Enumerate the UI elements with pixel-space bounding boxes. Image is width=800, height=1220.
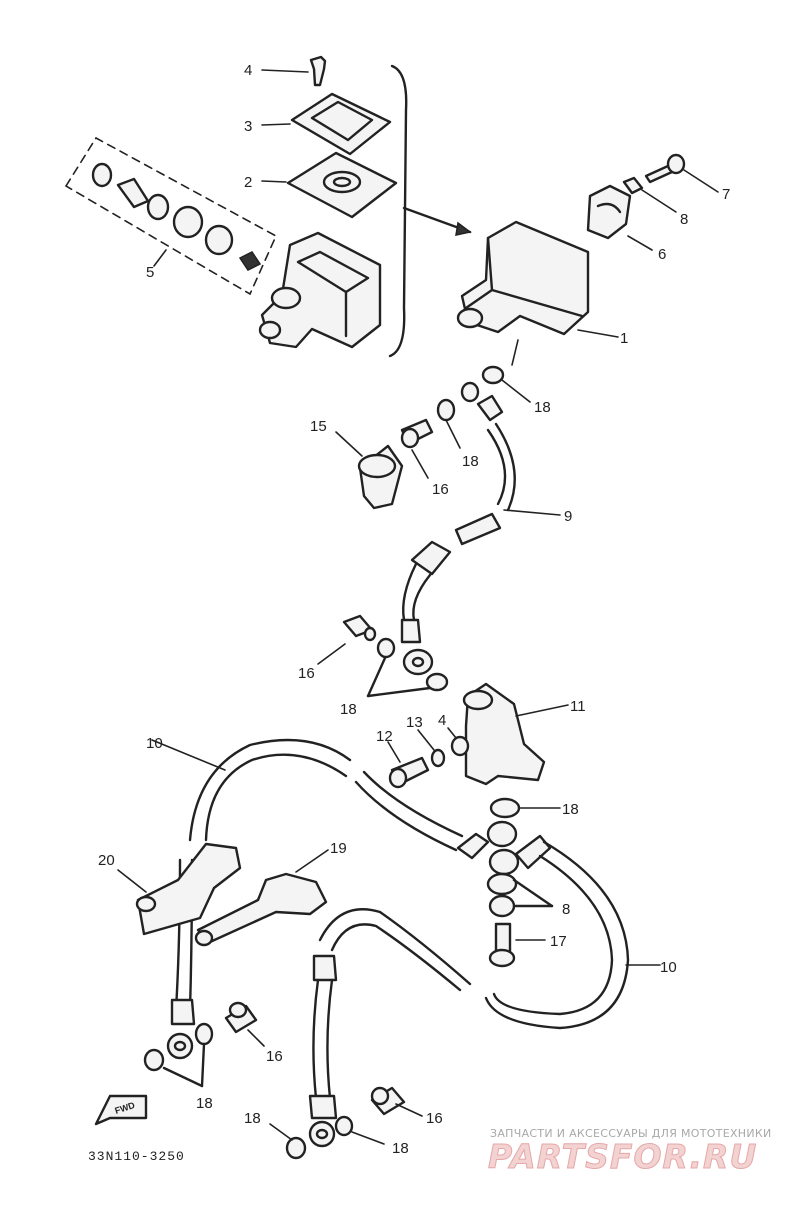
callout-16: 16 [298, 665, 315, 682]
callout-18: 18 [392, 1140, 409, 1157]
callout-13: 13 [406, 714, 423, 731]
lower-brake-hoses [151, 738, 661, 1148]
callout-16: 16 [426, 1110, 443, 1127]
callout-5: 5 [146, 264, 154, 281]
callout-18: 18 [340, 701, 357, 718]
callout-19: 19 [330, 840, 347, 857]
master-cylinder-assembled [456, 153, 719, 403]
callout-4: 4 [244, 62, 252, 79]
callout-8: 8 [680, 211, 688, 228]
callout-18: 18 [196, 1095, 213, 1112]
callout-16: 16 [266, 1048, 283, 1065]
callout-16: 16 [432, 481, 449, 498]
callout-9: 9 [564, 508, 572, 525]
callout-18: 18 [534, 399, 551, 416]
callout-6: 6 [658, 246, 666, 263]
partsfor-watermark: ЗАПЧАСТИ И АКСЕССУАРЫ ДЛЯ МОТОТЕХНИКИ PA… [488, 1127, 772, 1177]
callout-1: 1 [620, 330, 628, 347]
callout-7: 7 [722, 186, 730, 203]
callout-15: 15 [310, 418, 327, 435]
callout-17: 17 [550, 933, 567, 950]
diagram-code: 33N110-3250 [88, 1149, 185, 1164]
callout-3: 3 [244, 118, 252, 135]
callout-12: 12 [376, 728, 393, 745]
callout-10: 10 [660, 959, 677, 976]
brake-joint-assembly [387, 682, 569, 968]
hose-brackets [117, 842, 329, 947]
upper-brake-hose [317, 394, 561, 698]
callout-10: 10 [146, 735, 163, 752]
callout-8: 8 [562, 901, 570, 918]
callout-11: 11 [570, 698, 586, 715]
master-cylinder-exploded [64, 55, 472, 358]
callout-18: 18 [562, 801, 579, 818]
lower-fasteners [94, 1001, 423, 1160]
callout-2: 2 [244, 174, 252, 191]
callout-20: 20 [98, 852, 115, 869]
callout-4: 4 [438, 712, 446, 729]
watermark-logo: PARTSFOR.RU [488, 1137, 757, 1176]
watermark-tagline: ЗАПЧАСТИ И АКСЕССУАРЫ ДЛЯ МОТОТЕХНИКИ [490, 1127, 772, 1140]
callout-labels: 4 3 2 5 7 8 6 1 18 15 18 16 9 16 18 11 1… [98, 62, 730, 1157]
callout-18: 18 [244, 1110, 261, 1127]
callout-18: 18 [462, 453, 479, 470]
